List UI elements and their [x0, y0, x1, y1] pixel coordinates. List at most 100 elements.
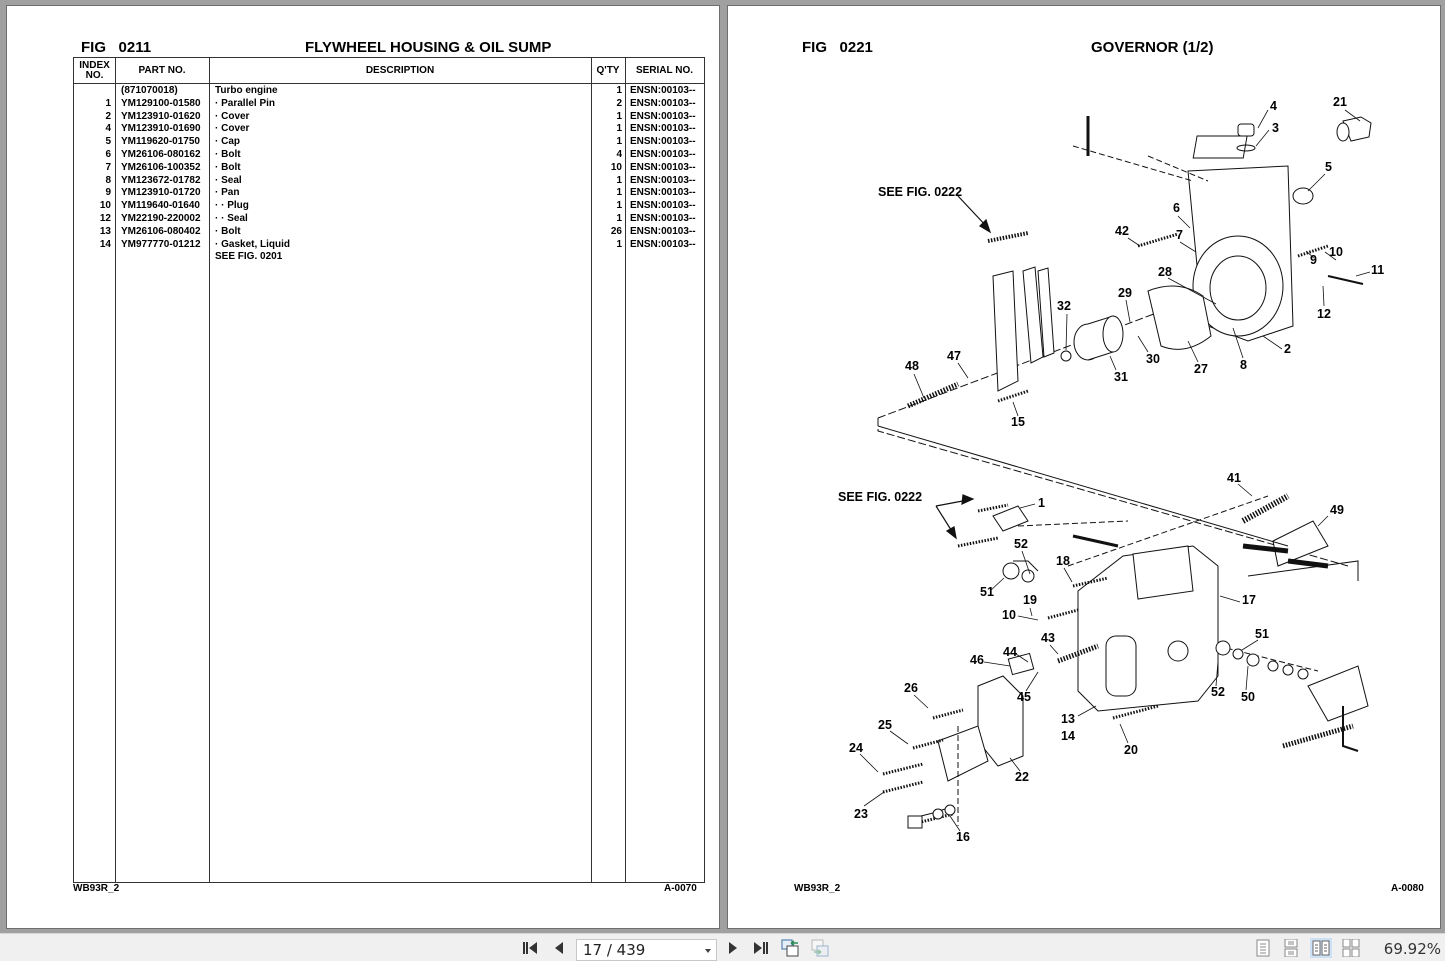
see-fig-0222-top[interactable]: SEE FIG. 0222 — [878, 185, 962, 199]
single-page-view-icon — [1256, 939, 1270, 957]
row-part-no: YM123910-01690 — [121, 123, 201, 135]
callout-47: 47 — [947, 349, 961, 363]
facing-view-button[interactable] — [1310, 938, 1332, 958]
callout-42: 42 — [1115, 224, 1129, 238]
single-page-view-button[interactable] — [1252, 938, 1274, 958]
next-view-button[interactable] — [810, 938, 832, 958]
prev-page-icon — [555, 942, 563, 954]
first-page-button[interactable] — [519, 938, 541, 958]
callout-49: 49 — [1330, 503, 1344, 517]
washer-32-part — [1060, 350, 1072, 362]
previous-page-button[interactable] — [548, 938, 570, 958]
row-serial-no: ENSN:00103-- — [630, 174, 696, 186]
row-description: · · Plug — [215, 200, 249, 212]
column-header-description: DESCRIPTION — [365, 64, 435, 76]
figure-title: FLYWHEEL HOUSING & OIL SUMP — [305, 39, 552, 56]
continuous-view-button[interactable] — [1280, 938, 1302, 958]
column-divider — [115, 58, 116, 882]
header-text: NO. — [85, 69, 104, 81]
chevron-down-icon[interactable] — [705, 949, 711, 953]
continuous-facing-view-button[interactable] — [1340, 938, 1362, 958]
housing-bore-part — [1192, 235, 1284, 337]
last-page-button[interactable] — [750, 938, 772, 958]
document-viewer[interactable]: FIG 0211 FLYWHEEL HOUSING & OIL SUMP IND… — [0, 0, 1445, 933]
callout-50: 50 — [1241, 690, 1255, 704]
header-text: INDEX — [79, 59, 110, 71]
callout-7: 7 — [1176, 228, 1183, 242]
fig-label: FIG 0221 — [802, 39, 873, 56]
row-qty: 1 — [616, 212, 622, 224]
row-index: 1 — [105, 97, 111, 109]
callout-18: 18 — [1056, 554, 1070, 568]
row-index: 7 — [105, 161, 111, 173]
column-divider — [591, 58, 592, 882]
row-serial-no: ENSN:00103-- — [630, 225, 696, 237]
page-number-input[interactable]: 17 / 439 — [576, 939, 717, 961]
parts-table: INDEX NO. PART NO. DESCRIPTION Q'TY SERI… — [73, 57, 705, 883]
page-right: FIG 0221 GOVERNOR (1/2) — [727, 5, 1441, 929]
row-qty: 1 — [616, 187, 622, 199]
callout-19: 19 — [1023, 593, 1037, 607]
zoom-level[interactable]: 69.92% — [1383, 940, 1441, 958]
callout-17: 17 — [1242, 593, 1256, 607]
callout-1: 1 — [1038, 496, 1045, 510]
callout-6: 6 — [1173, 201, 1180, 215]
row-serial-no: ENSN:00103-- — [630, 136, 696, 148]
callout-3: 3 — [1272, 121, 1279, 135]
row-index: 4 — [105, 123, 111, 135]
page-code: A-0070 — [664, 883, 697, 894]
fig-prefix: FIG — [81, 39, 106, 56]
callout-10b: 10 — [1002, 608, 1016, 622]
page-number-value: 17 / 439 — [583, 941, 646, 959]
callout-51: 51 — [980, 585, 994, 599]
row-index: 6 — [105, 148, 111, 160]
column-divider — [625, 58, 626, 882]
callout-31: 31 — [1114, 370, 1128, 384]
plug-5-part — [1292, 187, 1314, 205]
row-qty: 1 — [616, 200, 622, 212]
row-qty: 4 — [616, 148, 622, 160]
row-index: 10 — [99, 200, 111, 212]
row-index: 14 — [99, 238, 111, 250]
column-header-index: INDEX NO. — [74, 58, 115, 83]
callout-2: 2 — [1284, 342, 1291, 356]
facing-view-icon — [1312, 940, 1330, 956]
row-part-no: YM129100-01580 — [121, 97, 201, 109]
row-part-no: YM26106-080162 — [121, 148, 201, 160]
column-header-serial-no: SERIAL NO. — [635, 64, 694, 76]
previous-view-button[interactable] — [780, 938, 802, 958]
bracket-part — [937, 725, 989, 782]
callout-30: 30 — [1146, 352, 1160, 366]
table-row: SEE FIG. 0201 — [74, 251, 704, 264]
bolt-9-part — [1297, 244, 1329, 258]
stop-lever-part — [1307, 665, 1369, 722]
callout-10: 10 — [1329, 245, 1343, 259]
row-index: 2 — [105, 110, 111, 122]
header-divider — [74, 83, 704, 84]
cap-part — [1237, 123, 1255, 137]
row-part-no: (871070018) — [121, 85, 178, 96]
row-part-no: YM119640-01640 — [121, 200, 200, 212]
see-fig-0222-bottom[interactable]: SEE FIG. 0222 — [838, 490, 922, 504]
row-serial-no: ENSN:00103-- — [630, 148, 696, 160]
next-page-button[interactable] — [722, 938, 744, 958]
row-part-no: YM26106-100352 — [121, 161, 201, 173]
callout-12: 12 — [1317, 307, 1331, 321]
stop-bracket-1-part — [992, 505, 1029, 532]
callout-45: 45 — [1017, 690, 1031, 704]
row-description: · Cap — [215, 136, 240, 148]
row-index: 5 — [105, 136, 111, 148]
spring-48-part — [906, 381, 960, 409]
column-header-part-no: PART NO. — [138, 64, 186, 76]
callout-8: 8 — [1240, 358, 1247, 372]
callout-52: 52 — [1014, 537, 1028, 551]
callout-26: 26 — [904, 681, 918, 695]
row-part-no: YM123910-01720 — [121, 187, 201, 199]
row-serial-no: ENSN:00103-- — [630, 97, 696, 109]
